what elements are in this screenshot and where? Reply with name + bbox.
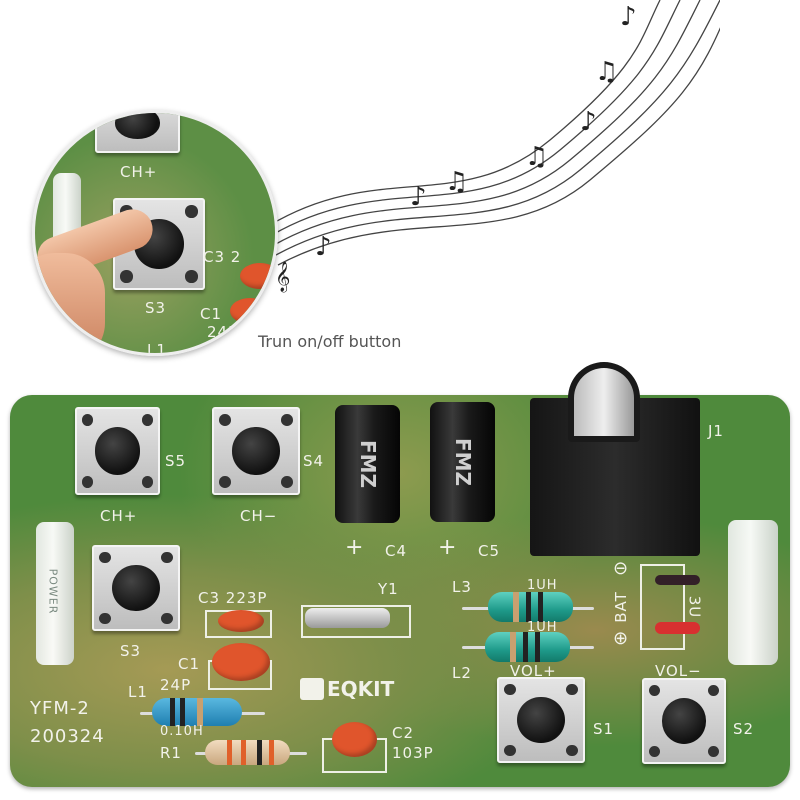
- music-note-icon: ♪: [315, 232, 332, 262]
- inset-button-top: [95, 113, 180, 153]
- power-light-pipe-left: [36, 522, 74, 665]
- crystal-y1: [305, 608, 390, 628]
- battery-plus-icon: ⊕: [613, 628, 630, 649]
- capacitor-c3: [218, 610, 264, 632]
- label-l1: L1: [128, 683, 148, 701]
- button-s5[interactable]: [75, 407, 160, 495]
- label-vol-minus: VOL−: [655, 662, 702, 680]
- label-c4-plus: +: [345, 535, 365, 560]
- music-note-icon: ♫: [445, 167, 468, 197]
- inductor-l2: [485, 632, 570, 662]
- label-l1-value: 0.10H: [160, 724, 204, 739]
- inset-label-c1-value: 24P: [207, 323, 239, 341]
- y1-outline: [301, 605, 411, 638]
- battery-terminal-outline: [640, 564, 685, 650]
- label-y1: Y1: [378, 580, 399, 598]
- music-note-icon: ♪: [580, 107, 597, 137]
- capacitor-c5: FMZ: [430, 402, 495, 522]
- label-r1: R1: [160, 744, 182, 762]
- hand-palm: [35, 253, 105, 353]
- resistor-r1: [205, 740, 290, 765]
- label-c5: C5: [478, 542, 501, 560]
- battery-wire-red: [655, 622, 700, 634]
- label-s3: S3: [120, 642, 142, 660]
- capacitor-c2: [332, 722, 377, 757]
- caption-text: Trun on/off button: [258, 332, 402, 351]
- zoom-inset: CH+ S3 C3 2 C1 24P L1: [32, 110, 278, 356]
- label-power: POWER: [46, 568, 60, 615]
- date-label: 200324: [30, 726, 105, 747]
- label-ch-minus: CH−: [240, 507, 278, 525]
- label-l3-value: 1UH: [527, 578, 558, 593]
- music-note-icon: ♪: [410, 182, 427, 212]
- power-light-pipe-right: [728, 520, 778, 665]
- inset-capacitor: [240, 263, 275, 289]
- label-s2: S2: [733, 720, 755, 738]
- label-l2: L2: [452, 664, 472, 682]
- button-s1-vol-plus[interactable]: [497, 677, 585, 763]
- model-label: YFM-2: [30, 698, 90, 719]
- label-3v: 3U: [685, 595, 704, 619]
- label-s4: S4: [303, 452, 325, 470]
- music-staff-illustration: 𝄞 ♪ ♪ ♫ ♫ ♪ ♫ ♪: [269, 0, 720, 293]
- label-c1-value: 24P: [160, 676, 192, 694]
- capacitor-c4: FMZ: [335, 405, 400, 523]
- capacitor-c1: [212, 643, 270, 681]
- label-l2-value: 1UH: [527, 620, 558, 635]
- inductor-l1: [152, 698, 242, 726]
- eqkit-logo-icon: [300, 678, 324, 700]
- label-c5-plus: +: [438, 535, 458, 560]
- label-bat: BAT: [611, 591, 630, 623]
- inset-label-c1: C1: [200, 305, 223, 323]
- label-c2-value: 103P: [392, 744, 434, 762]
- music-note-icon: ♪: [620, 2, 637, 32]
- music-note-icon: ♫: [595, 57, 618, 87]
- button-s2-vol-minus[interactable]: [642, 678, 726, 764]
- label-ch-plus: CH+: [100, 507, 138, 525]
- battery-wire-black: [655, 575, 700, 585]
- button-s3-power[interactable]: [92, 545, 180, 631]
- treble-clef-icon: 𝄞: [275, 261, 290, 293]
- label-c3: C3 223P: [198, 589, 268, 607]
- label-s1: S1: [593, 720, 615, 738]
- music-note-icon: ♫: [525, 142, 548, 172]
- inset-label-ch-plus: CH+: [120, 163, 158, 181]
- label-s5: S5: [165, 452, 187, 470]
- eqkit-logo: EQKIT: [300, 677, 394, 701]
- label-c1: C1: [178, 655, 201, 673]
- inset-label-s3: S3: [145, 299, 167, 317]
- label-l3: L3: [452, 578, 472, 596]
- label-vol-plus: VOL+: [510, 662, 557, 680]
- button-s4[interactable]: [212, 407, 300, 495]
- inset-label-l1: L1: [147, 341, 167, 356]
- label-c4: C4: [385, 542, 408, 560]
- label-j1: J1: [708, 422, 724, 440]
- battery-minus-icon: ⊖: [613, 558, 630, 579]
- label-c2: C2: [392, 724, 415, 742]
- inset-capacitor: [230, 298, 270, 324]
- audio-jack-socket: [568, 362, 640, 442]
- inset-label-c3: C3 2: [203, 248, 242, 266]
- inductor-l3: [488, 592, 573, 622]
